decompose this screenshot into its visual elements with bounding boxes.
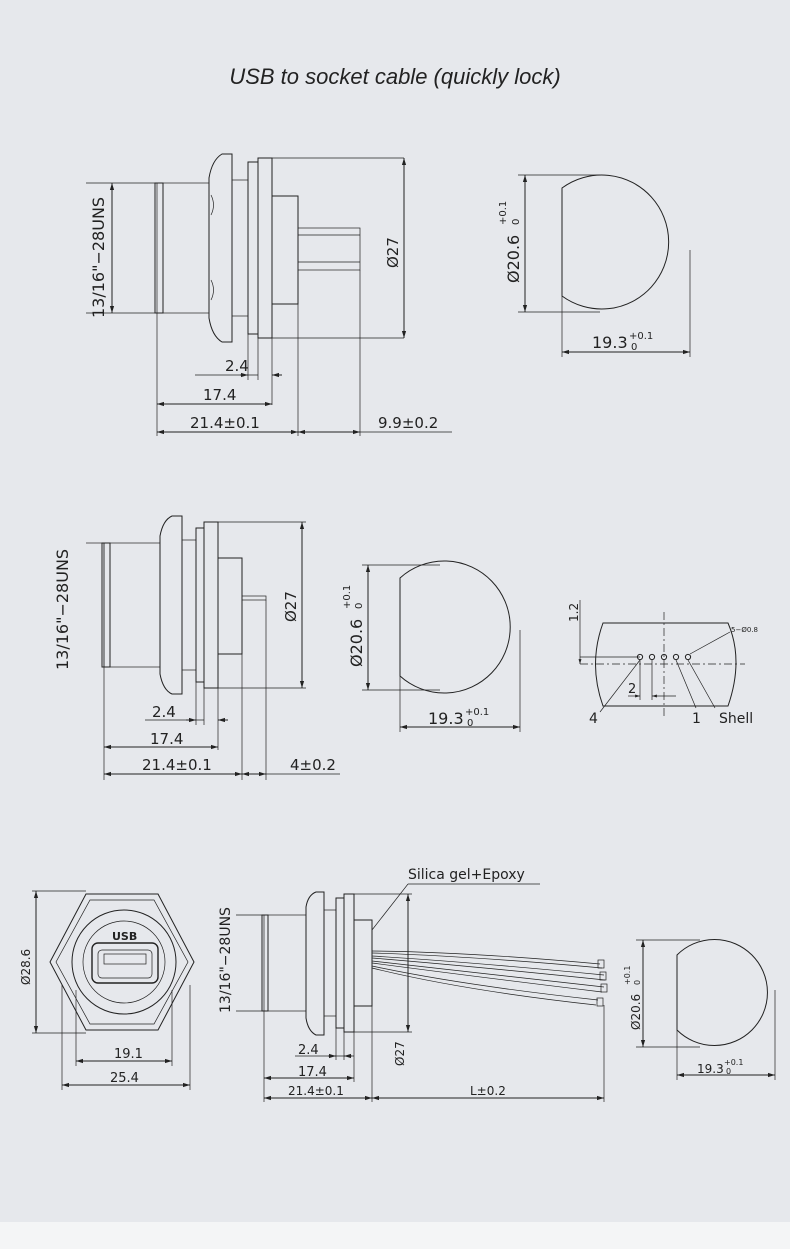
bottom-side-view xyxy=(236,883,608,1102)
top-dim-total: 21.4±0.1 xyxy=(190,414,260,432)
mid-cut-width-tol-up: +0.1 xyxy=(465,707,489,718)
top-cut-dia-tol-low: 0 xyxy=(511,219,522,225)
mid-cut-dia: Ø20.6 xyxy=(347,619,366,667)
top-cut-width: 19.3 xyxy=(592,333,628,352)
top-dim-body: 17.4 xyxy=(203,386,236,404)
bottom-thread-label: 13/16"−28UNS xyxy=(218,907,234,1013)
front-hex-dim: Ø28.6 xyxy=(19,949,33,985)
mid-cut-width-tol-low: 0 xyxy=(467,718,473,729)
bottom-dim-panel: 2.4 xyxy=(298,1043,319,1058)
bottom-dim-dia: Ø27 xyxy=(393,1041,407,1066)
middle-cutout-view xyxy=(362,560,521,732)
pcb-shell: Shell xyxy=(719,711,753,727)
top-cutout-view xyxy=(518,174,691,357)
mid-dim-pin: 4±0.2 xyxy=(290,756,336,774)
pcb-pitch: 2 xyxy=(628,682,636,697)
top-side-view xyxy=(86,153,452,436)
middle-side-view xyxy=(86,515,340,780)
front-outer-dim: 25.4 xyxy=(110,1071,139,1086)
top-dim-dia: Ø27 xyxy=(384,237,402,268)
mid-cut-width: 19.3 xyxy=(428,709,464,728)
top-cut-width-tol-low: 0 xyxy=(631,342,637,353)
mid-cut-dia-tol-up: +0.1 xyxy=(342,585,353,609)
bottom-cut-dia-tol-low: 0 xyxy=(633,980,642,985)
bottom-cut-width: 19.3 xyxy=(697,1062,724,1076)
bottom-dim-total: 21.4±0.1 xyxy=(288,1084,344,1098)
bottom-cutout-view xyxy=(636,939,776,1080)
bottom-dim-body: 17.4 xyxy=(298,1065,327,1080)
page-title: USB to socket cable (quickly lock) xyxy=(229,64,561,89)
pcb-layout xyxy=(578,600,745,716)
bottom-cut-width-tol-up: +0.1 xyxy=(724,1058,743,1067)
usb-logo: USB xyxy=(112,930,137,943)
bottom-cut-dia: Ø20.6 xyxy=(629,994,643,1030)
mid-dim-dia: Ø27 xyxy=(282,591,300,622)
top-cut-width-tol-up: +0.1 xyxy=(629,331,653,342)
mid-cut-dia-tol-low: 0 xyxy=(354,603,365,609)
bottom-dim-cable: L±0.2 xyxy=(470,1084,506,1098)
top-dim-pin: 9.9±0.2 xyxy=(378,414,438,432)
mid-dim-panel: 2.4 xyxy=(152,703,176,721)
gel-label: Silica gel+Epoxy xyxy=(408,867,525,883)
footer-band xyxy=(0,1222,790,1249)
pcb-holes: 5−Ø0.8 xyxy=(731,626,758,634)
bottom-cut-width-tol-low: 0 xyxy=(726,1067,731,1076)
top-cut-dia: Ø20.6 xyxy=(504,235,523,283)
top-cut-dia-tol-up: +0.1 xyxy=(498,201,509,225)
top-thread-label: 13/16"−28UNS xyxy=(89,197,108,318)
pcb-offset: 1.2 xyxy=(567,603,581,622)
pcb-pin1: 1 xyxy=(692,711,701,727)
mid-dim-total: 21.4±0.1 xyxy=(142,756,212,774)
bottom-front-view xyxy=(32,890,195,1090)
pcb-pin4: 4 xyxy=(589,711,598,727)
bottom-cut-dia-tol-up: +0.1 xyxy=(623,966,632,985)
front-inner-dim: 19.1 xyxy=(114,1047,143,1062)
mid-thread-label: 13/16"−28UNS xyxy=(53,549,72,670)
top-dim-panel: 2.4 xyxy=(225,357,249,375)
mid-dim-body: 17.4 xyxy=(150,730,183,748)
